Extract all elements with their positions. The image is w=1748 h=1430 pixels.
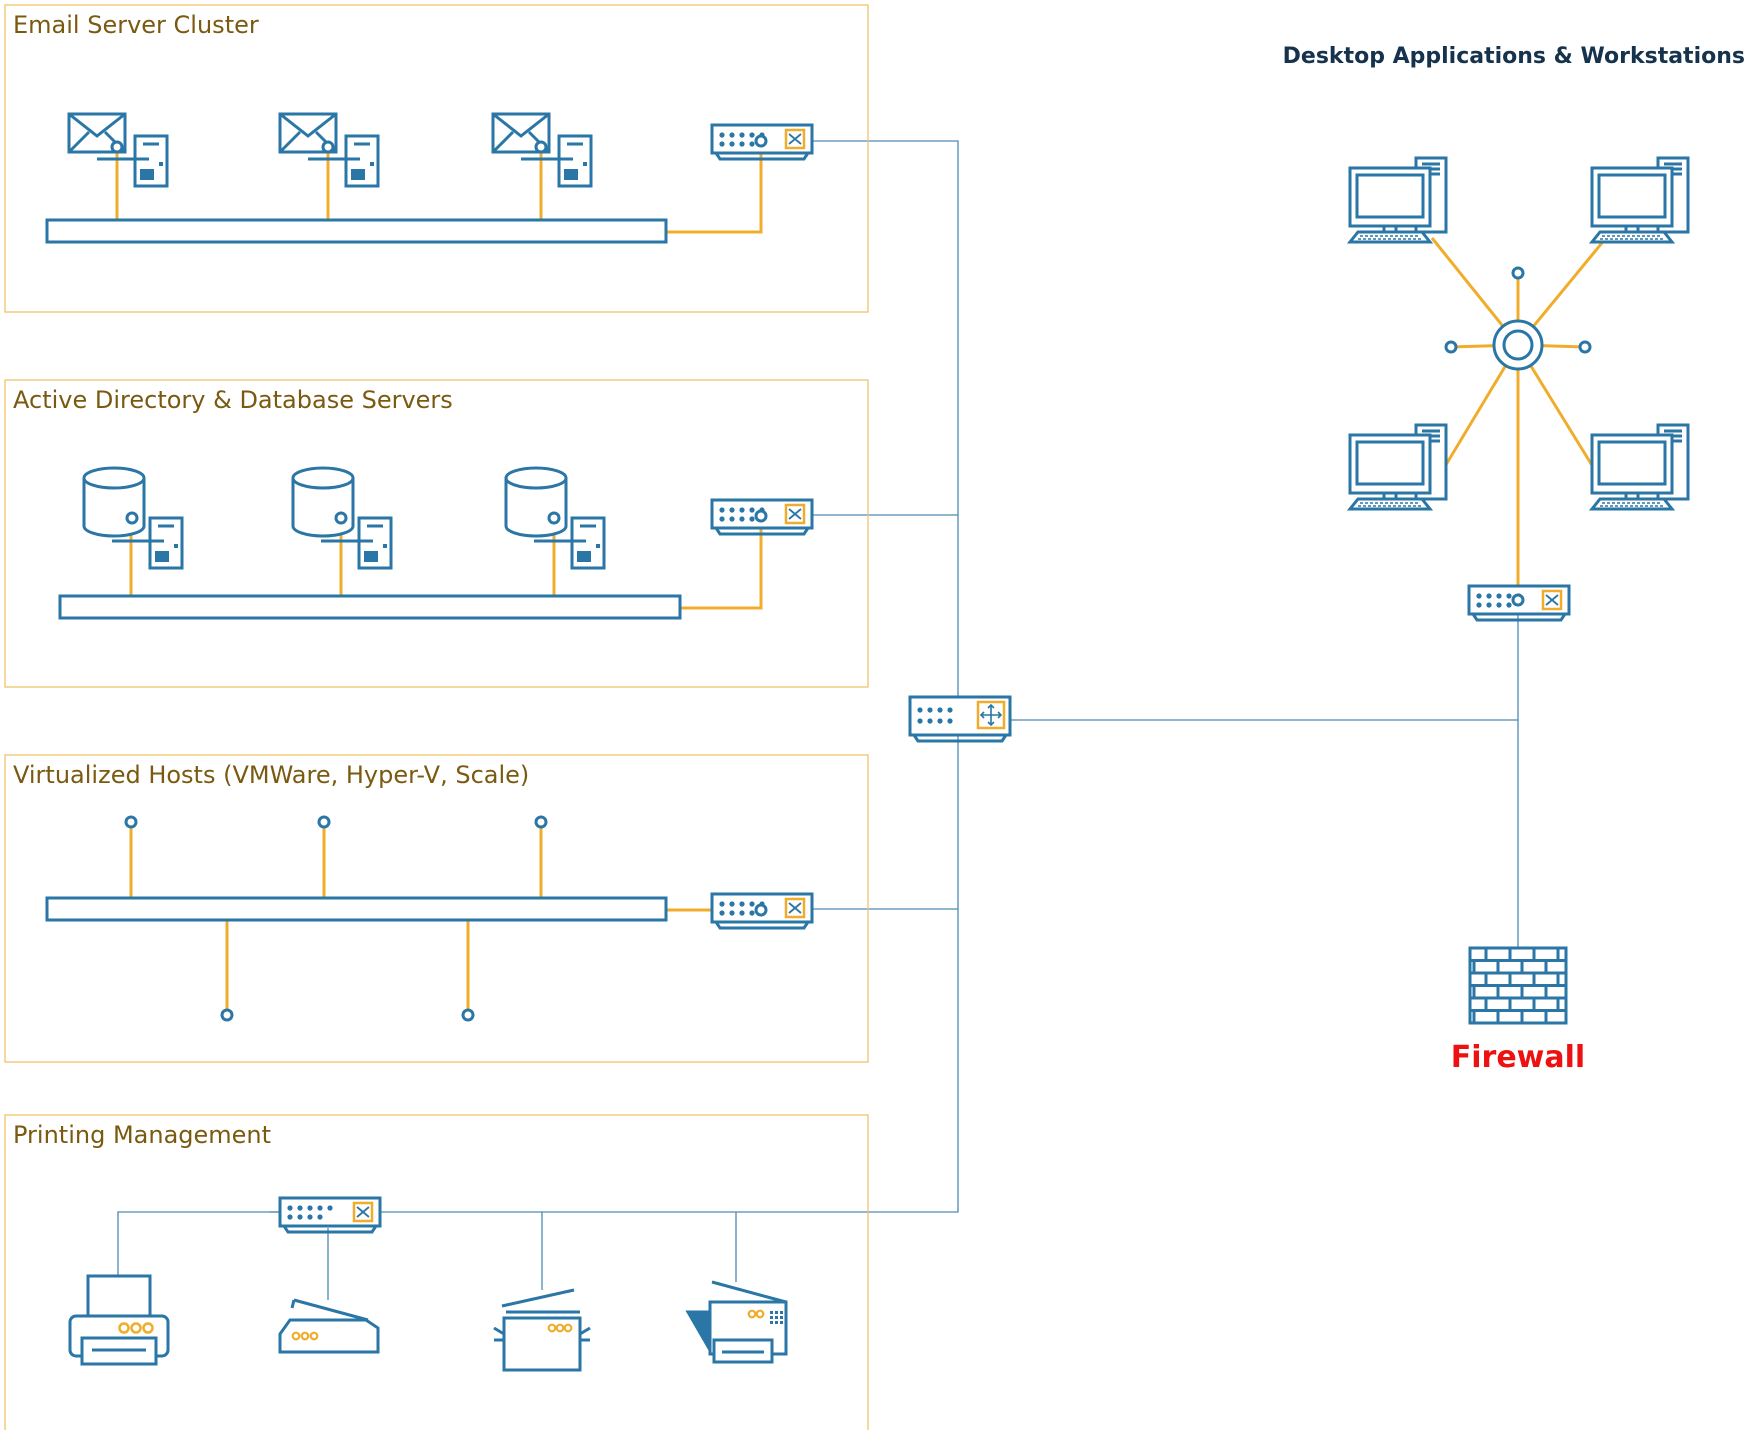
email-bus	[45, 218, 668, 244]
firewall-icon[interactable]	[1468, 946, 1568, 1025]
firewall-label: Firewall	[1451, 1040, 1585, 1075]
group-box-virt	[4, 754, 869, 1063]
group-title-virt: Virtualized Hosts (VMWare, Hyper-V, Scal…	[13, 761, 529, 789]
fax-icon[interactable]	[492, 1288, 592, 1372]
router-icon[interactable]	[908, 695, 1012, 743]
scanner-icon[interactable]	[278, 1298, 380, 1354]
copier-icon[interactable]	[686, 1280, 788, 1364]
group-title-email: Email Server Cluster	[13, 11, 259, 39]
printer-icon[interactable]	[68, 1274, 170, 1366]
desktop-computer-icon[interactable]	[1348, 156, 1448, 244]
host-port-icon[interactable]	[124, 815, 138, 829]
group-ad: Active Directory & Database Servers	[4, 379, 869, 688]
host-port-icon[interactable]	[534, 815, 548, 829]
desktop-computer-icon[interactable]	[1590, 423, 1690, 511]
group-title-ad: Active Directory & Database Servers	[13, 386, 453, 414]
group-box-ad	[4, 379, 869, 688]
workstations-title: Desktop Applications & Workstations	[1283, 44, 1745, 69]
desktop-computer-icon[interactable]	[1590, 156, 1690, 244]
group-email: Email Server Cluster	[4, 4, 869, 313]
group-print: Printing Management	[4, 1114, 869, 1430]
hub-icon[interactable]	[1492, 319, 1544, 371]
host-port-icon[interactable]	[317, 815, 331, 829]
virt-bus	[45, 896, 668, 922]
desktop-computer-icon[interactable]	[1348, 423, 1448, 511]
switch-icon[interactable]	[278, 1196, 382, 1234]
database-server-icon[interactable]	[82, 466, 184, 570]
host-port-icon[interactable]	[461, 1008, 475, 1022]
group-box-email	[4, 4, 869, 313]
group-virt: Virtualized Hosts (VMWare, Hyper-V, Scal…	[4, 754, 869, 1063]
host-port-icon[interactable]	[220, 1008, 234, 1022]
backbone-links	[117, 140, 1519, 1300]
ad-bus	[58, 594, 682, 620]
group-box-print	[4, 1114, 869, 1430]
group-workstations: Desktop Applications & Workstations	[1283, 44, 1745, 622]
group-title-print: Printing Management	[13, 1121, 271, 1149]
